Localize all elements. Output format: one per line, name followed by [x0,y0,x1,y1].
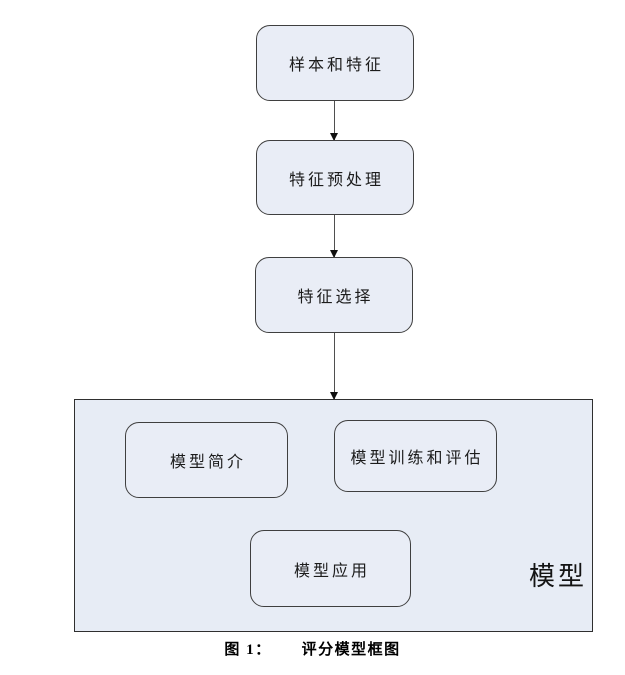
flow-node-label: 特征预处理 [288,171,384,189]
model-container-box: 模型简介 模型训练和评估 模型应用 模型 [74,399,593,632]
arrow-select-to-model [330,333,339,400]
flow-node-model-introduction: 模型简介 [125,422,288,498]
flow-node-feature-selection: 特征选择 [255,257,413,333]
flow-node-feature-preprocessing: 特征预处理 [256,140,414,215]
arrow-preprocess-to-select [330,215,339,258]
flow-node-samples-and-features: 样本和特征 [256,25,414,101]
flow-node-label: 特征选择 [297,289,374,306]
figure-caption: 图 1： 评分模型框图 [0,638,625,659]
arrowhead-down-icon [330,392,339,400]
flow-node-label: 模型训练和评估 [350,450,484,467]
flow-node-model-application: 模型应用 [250,530,411,607]
figure-number: 图 1： [224,642,272,658]
figure-title: 评分模型框图 [301,642,401,658]
flow-node-label: 样本和特征 [288,57,384,74]
model-container-label: 模型 [528,562,587,591]
flow-node-label: 模型应用 [293,562,370,580]
flow-node-label: 模型简介 [169,454,246,471]
flow-node-model-training-evaluation: 模型训练和评估 [334,420,497,492]
arrow-samples-to-preprocess [330,101,339,141]
arrowhead-down-icon [330,133,339,141]
arrowhead-down-icon [330,250,339,258]
